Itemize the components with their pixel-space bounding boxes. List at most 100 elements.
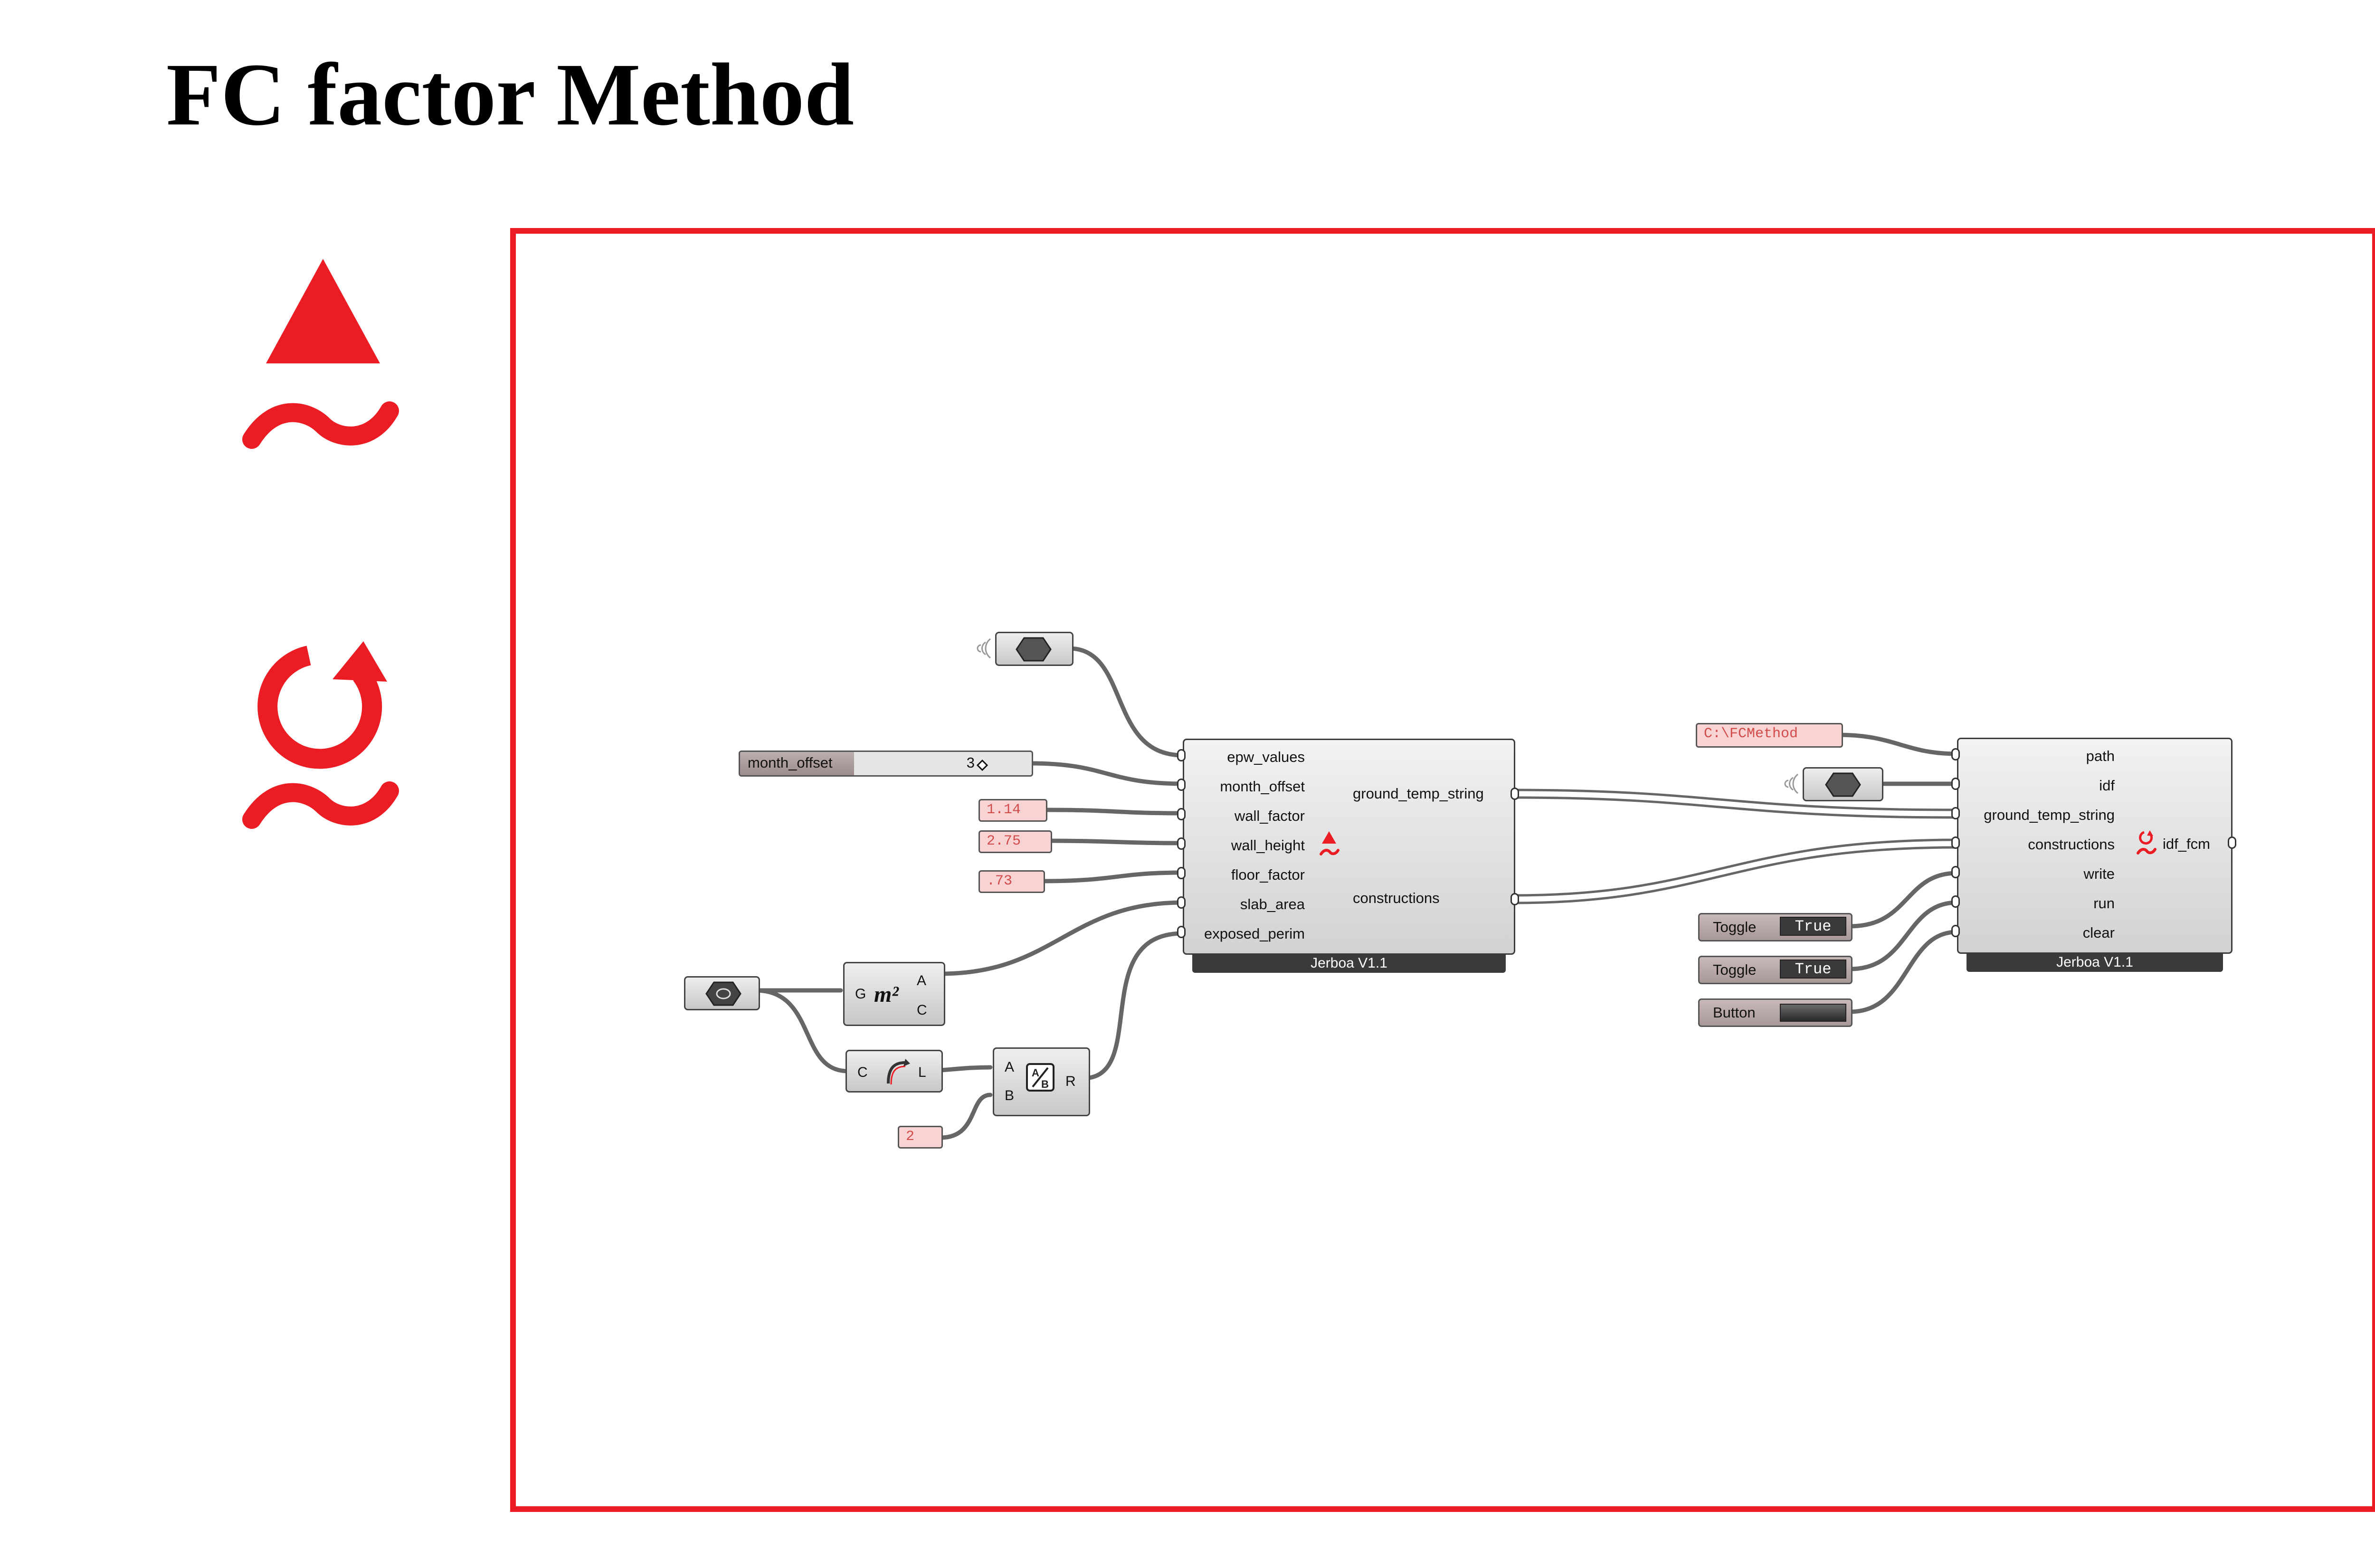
input-clear[interactable]: clear <box>2082 924 2115 941</box>
input-run[interactable]: run <box>2093 895 2115 912</box>
component1-footer: Jerboa V1.1 <box>1192 954 1506 973</box>
division-output-r[interactable]: R <box>1065 1074 1076 1089</box>
wire-constructions-b <box>1513 846 1957 904</box>
grip[interactable] <box>1510 893 1519 905</box>
grip[interactable] <box>1177 749 1186 761</box>
division-input-b[interactable]: B <box>1005 1088 1015 1103</box>
wire-toggle2 <box>1848 900 1959 971</box>
input-path[interactable]: path <box>2086 748 2115 764</box>
input-slab-area[interactable]: slab_area <box>1240 896 1305 912</box>
area-input-g[interactable]: G <box>855 986 866 1002</box>
wire-epw <box>1066 646 1185 758</box>
run-toggle[interactable]: Toggle True <box>1698 956 1852 984</box>
wire-toggle1 <box>1848 871 1959 929</box>
month-offset-slider[interactable]: month_offset 3 <box>739 751 1033 777</box>
wire-constructions-a <box>1513 838 1957 897</box>
slider-handle-icon[interactable] <box>977 760 988 771</box>
hexagon-icon <box>1825 772 1861 797</box>
input-idf[interactable]: idf <box>2099 777 2115 794</box>
division-icon: AB <box>1026 1063 1054 1092</box>
grip[interactable] <box>1177 867 1186 879</box>
slider-label: month_offset <box>740 752 854 775</box>
area-symbol-icon: m² <box>874 982 899 1007</box>
grip[interactable] <box>1951 866 1960 878</box>
fc-method-icon <box>2137 830 2156 855</box>
output-ground-temp-string[interactable]: ground_temp_string <box>1353 785 1484 802</box>
wire-slab-area <box>938 900 1185 976</box>
area-output-c[interactable]: C <box>917 1002 927 1018</box>
grip[interactable] <box>1951 778 1960 790</box>
input-write[interactable]: write <box>2083 865 2115 882</box>
svg-text:B: B <box>1041 1078 1049 1090</box>
grip[interactable] <box>1951 895 1960 908</box>
epw-values-param[interactable] <box>995 632 1074 666</box>
input-exposed-perim[interactable]: exposed_perim <box>1204 925 1305 942</box>
grip[interactable] <box>1177 808 1186 820</box>
grip[interactable] <box>1177 926 1186 938</box>
grip[interactable] <box>1951 807 1960 819</box>
output-constructions[interactable]: constructions <box>1353 890 1440 906</box>
toggle-label: Toggle <box>1713 919 1757 935</box>
fc-method-icon <box>242 641 399 829</box>
canvas-frame <box>510 228 2375 1512</box>
wire-floor-factor <box>1040 870 1185 884</box>
curve-length-icon <box>887 1059 910 1085</box>
component2-footer: Jerboa V1.1 <box>1966 953 2223 972</box>
brep-icon <box>705 981 741 1006</box>
toggle-label: Toggle <box>1713 961 1757 978</box>
wall-height-panel[interactable]: 2.75 <box>978 830 1052 853</box>
wire-wall-height <box>1047 838 1185 846</box>
button-face[interactable] <box>1780 1004 1846 1022</box>
division-input-a[interactable]: A <box>1005 1059 1015 1075</box>
grip[interactable] <box>1510 788 1519 800</box>
wire-brep-length <box>753 988 850 1074</box>
jerboa-ground-temp-component[interactable]: epw_values month_offset wall_factor wall… <box>1183 739 1515 955</box>
jerboa-idf-fcm-component[interactable]: path idf ground_temp_string construction… <box>1957 738 2232 954</box>
wire-exposed-perim <box>1081 931 1185 1081</box>
hexagon-icon <box>1016 637 1052 662</box>
output-idf-fcm[interactable]: idf_fcm <box>2163 836 2210 852</box>
wireless-signal-icon <box>977 638 991 659</box>
wire-two-div <box>938 1093 993 1140</box>
wireless-signal-icon <box>1784 773 1798 794</box>
brep-param[interactable] <box>684 976 760 1010</box>
input-wall-factor[interactable]: wall_factor <box>1234 808 1305 824</box>
floor-factor-panel[interactable]: .73 <box>978 870 1045 893</box>
wire-wall-factor <box>1043 808 1185 816</box>
toggle-value[interactable]: True <box>1780 917 1846 936</box>
grip[interactable] <box>1951 925 1960 937</box>
input-month-offset[interactable]: month_offset <box>1220 778 1305 795</box>
divisor-panel[interactable]: 2 <box>898 1126 943 1149</box>
page-title: FC factor Method <box>166 45 854 144</box>
ground-temp-icon <box>1320 831 1340 855</box>
button-label: Button <box>1713 1004 1756 1021</box>
area-output-a[interactable]: A <box>917 973 927 988</box>
idf-param[interactable] <box>1803 767 1883 801</box>
grip[interactable] <box>1951 836 1960 849</box>
grip[interactable] <box>1177 837 1186 850</box>
grip[interactable] <box>2228 836 2236 849</box>
clear-button[interactable]: Button <box>1698 998 1852 1027</box>
input-wall-height[interactable]: wall_height <box>1231 837 1305 854</box>
grip[interactable] <box>1177 779 1186 791</box>
length-component[interactable]: C L <box>846 1050 943 1093</box>
length-output-l[interactable]: L <box>918 1064 926 1080</box>
wire-ground-temp-a <box>1513 789 1957 811</box>
slider-value[interactable]: 3 <box>966 754 975 771</box>
length-input-c[interactable]: C <box>857 1064 868 1080</box>
grip[interactable] <box>1177 896 1186 909</box>
svg-text:A: A <box>1032 1067 1039 1079</box>
grip[interactable] <box>1951 748 1960 760</box>
toggle-value[interactable]: True <box>1780 960 1846 979</box>
area-component[interactable]: G m² A C <box>843 962 945 1026</box>
wall-factor-panel[interactable]: 1.14 <box>978 799 1047 822</box>
input-ground-temp-string[interactable]: ground_temp_string <box>1984 807 2115 823</box>
input-floor-factor[interactable]: floor_factor <box>1231 866 1305 883</box>
input-epw-values[interactable]: epw_values <box>1227 749 1305 765</box>
input-constructions[interactable]: constructions <box>2028 836 2115 853</box>
ground-temp-icon <box>242 259 399 449</box>
path-panel[interactable]: C:\FCMethod <box>1696 723 1843 748</box>
write-toggle[interactable]: Toggle True <box>1698 913 1852 941</box>
